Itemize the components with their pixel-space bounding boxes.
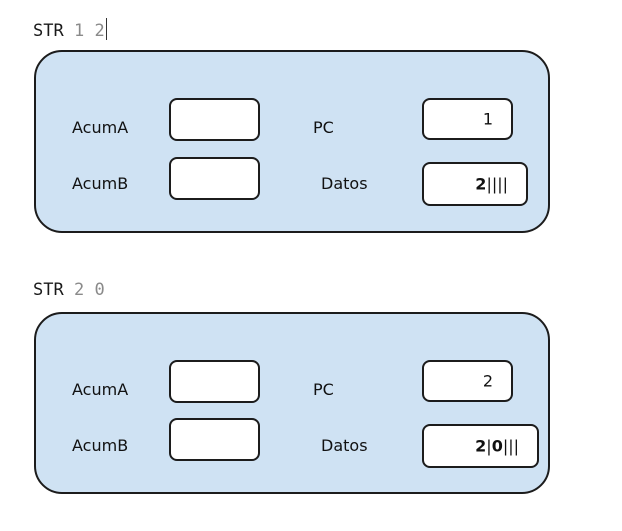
step-2: STR 2 0 AcumA AcumB PC 2 Datos 2|0||| xyxy=(0,260,622,531)
command-args: 2 0 xyxy=(73,280,105,300)
pc-value: 2 xyxy=(482,371,493,391)
datos-label: Datos xyxy=(321,174,368,193)
pc-value: 1 xyxy=(482,109,493,129)
datos-cell: 2 xyxy=(475,174,487,194)
acumb-box xyxy=(169,157,260,200)
register-panel-1: AcumA AcumB PC 1 Datos 2|||| xyxy=(34,50,550,233)
acuma-label: AcumA xyxy=(72,118,129,137)
pc-box: 2 xyxy=(422,360,513,402)
datos-cell: 2 xyxy=(475,436,487,456)
acumb-label: AcumB xyxy=(72,436,129,455)
acuma-box xyxy=(169,98,260,141)
command-name: STR xyxy=(33,280,64,300)
datos-box: 2|0||| xyxy=(422,424,539,468)
acumb-box xyxy=(169,418,260,461)
datos-label: Datos xyxy=(321,436,368,455)
acuma-box xyxy=(169,360,260,403)
command-line-1[interactable]: STR 1 2 xyxy=(33,18,107,41)
register-panel-2: AcumA AcumB PC 2 Datos 2|0||| xyxy=(34,312,550,494)
pc-box: 1 xyxy=(422,98,513,140)
command-args: 1 2 xyxy=(73,21,105,41)
datos-value: 2|0||| xyxy=(475,436,519,456)
pc-label: PC xyxy=(313,118,334,137)
pc-label: PC xyxy=(313,380,334,399)
acumb-label: AcumB xyxy=(72,174,129,193)
datos-value: 2|||| xyxy=(475,174,508,194)
text-caret xyxy=(105,18,107,40)
datos-cell: 0 xyxy=(491,436,503,456)
command-name: STR xyxy=(33,21,64,41)
acuma-label: AcumA xyxy=(72,380,129,399)
datos-box: 2|||| xyxy=(422,162,528,206)
command-line-2[interactable]: STR 2 0 xyxy=(33,280,105,300)
step-1: STR 1 2 AcumA AcumB PC 1 Datos 2|||| xyxy=(0,0,622,260)
